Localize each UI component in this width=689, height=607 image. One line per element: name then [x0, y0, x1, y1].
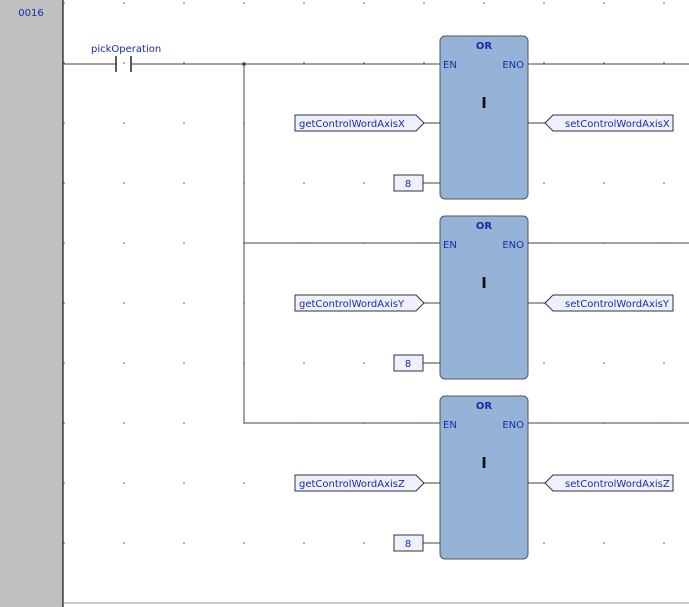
grid-dot	[303, 2, 305, 4]
grid-dot	[123, 2, 125, 4]
grid-dot	[123, 242, 125, 244]
or-block-z[interactable]: OR EN ENO I	[439, 395, 529, 560]
or-block-y[interactable]: OR EN ENO I	[439, 215, 529, 380]
or-block-body[interactable]	[439, 35, 529, 200]
grid-dot	[363, 542, 365, 544]
output-var-box	[544, 294, 674, 312]
const-label: 8	[405, 179, 411, 190]
input-var-label: getControlWordAxisX	[299, 119, 405, 130]
grid-dot	[663, 62, 665, 64]
block-type: OR	[476, 401, 493, 412]
output-var-label: setControlWordAxisZ	[565, 479, 670, 490]
grid-dot	[663, 362, 665, 364]
grid-dot	[123, 302, 125, 304]
grid-dot	[663, 182, 665, 184]
grid-dot	[603, 542, 605, 544]
const-input-x[interactable]: 8	[393, 174, 424, 192]
eno-pin: ENO	[502, 420, 524, 431]
grid-dot	[183, 302, 185, 304]
or-block-body[interactable]	[439, 395, 529, 560]
input-var-y[interactable]: getControlWordAxisY	[294, 294, 425, 312]
input-var-box	[294, 114, 425, 132]
const-input-y[interactable]: 8	[393, 354, 424, 372]
grid-dot	[483, 2, 485, 4]
grid-dot	[543, 362, 545, 364]
grid-dot	[243, 542, 245, 544]
grid-dot	[183, 2, 185, 4]
operator-glyph: I	[481, 274, 487, 292]
grid-dot	[543, 62, 545, 64]
grid-dots	[63, 2, 665, 544]
block-type: OR	[476, 41, 493, 52]
grid-dot	[303, 362, 305, 364]
operator-glyph: I	[481, 94, 487, 112]
grid-dot	[183, 542, 185, 544]
grid-dot	[183, 182, 185, 184]
grid-dot	[303, 542, 305, 544]
or-block-body[interactable]	[439, 215, 529, 380]
const-label: 8	[405, 359, 411, 370]
grid-dot	[543, 182, 545, 184]
input-var-z[interactable]: getControlWordAxisZ	[294, 474, 425, 492]
grid-dot	[423, 2, 425, 4]
grid-dot	[183, 242, 185, 244]
grid-dot	[123, 182, 125, 184]
grid-dot	[123, 542, 125, 544]
contact-label: pickOperation	[91, 44, 161, 55]
grid-dot	[183, 482, 185, 484]
grid-dot	[123, 482, 125, 484]
grid-dot	[543, 2, 545, 4]
en-pin: EN	[443, 240, 457, 251]
grid-dot	[363, 362, 365, 364]
grid-dot	[183, 422, 185, 424]
output-var-label: setControlWordAxisX	[565, 119, 670, 130]
grid-dot	[243, 482, 245, 484]
const-label: 8	[405, 539, 411, 550]
output-var-y[interactable]: setControlWordAxisY	[544, 294, 674, 312]
grid-dot	[243, 2, 245, 4]
output-var-x[interactable]: setControlWordAxisX	[544, 114, 674, 132]
block-type: OR	[476, 221, 493, 232]
grid-dot	[603, 62, 605, 64]
eno-pin: ENO	[502, 60, 524, 71]
grid-dot	[123, 122, 125, 124]
or-block-x[interactable]: OR EN ENO I	[439, 35, 529, 200]
grid-dot	[123, 422, 125, 424]
output-var-box	[544, 114, 674, 132]
grid-dot	[123, 362, 125, 364]
grid-dot	[303, 182, 305, 184]
input-var-label: getControlWordAxisY	[299, 299, 405, 310]
grid-dot	[183, 62, 185, 64]
rung-number[interactable]: 0016	[18, 8, 44, 19]
grid-dot	[543, 542, 545, 544]
const-input-z[interactable]: 8	[393, 534, 424, 552]
grid-dot	[183, 122, 185, 124]
grid-dot	[663, 2, 665, 4]
output-var-label: setControlWordAxisY	[565, 299, 670, 310]
operator-glyph: I	[481, 454, 487, 472]
grid-dot	[603, 2, 605, 4]
eno-pin: ENO	[502, 240, 524, 251]
grid-dot	[183, 362, 185, 364]
output-var-z[interactable]: setControlWordAxisZ	[544, 474, 674, 492]
grid-dot	[603, 182, 605, 184]
en-pin: EN	[443, 60, 457, 71]
grid-dot	[363, 62, 365, 64]
grid-dot	[303, 62, 305, 64]
grid-dot	[363, 2, 365, 4]
grid-dot	[123, 62, 125, 64]
input-var-label: getControlWordAxisZ	[299, 479, 405, 490]
en-pin: EN	[443, 420, 457, 431]
input-var-box	[294, 474, 425, 492]
grid-dot	[663, 542, 665, 544]
input-var-box	[294, 294, 425, 312]
grid-dot	[603, 362, 605, 364]
pick-operation-contact[interactable]	[115, 56, 132, 72]
grid-dot	[423, 62, 425, 64]
output-var-box	[544, 474, 674, 492]
input-var-x[interactable]: getControlWordAxisX	[294, 114, 425, 132]
grid-dot	[363, 182, 365, 184]
